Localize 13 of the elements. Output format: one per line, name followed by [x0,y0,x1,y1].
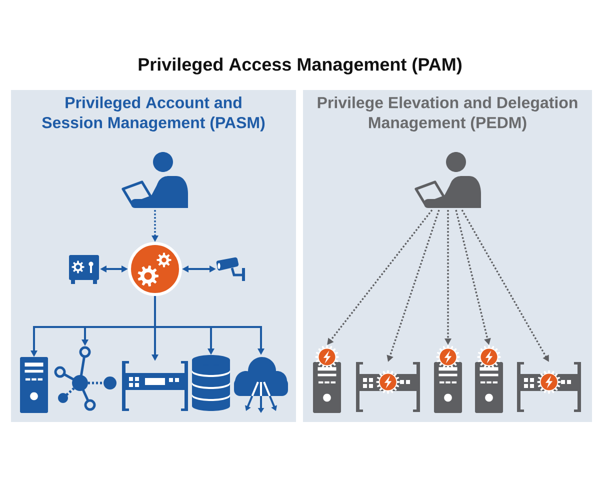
server-icon [434,345,462,413]
rack-icon [356,362,420,412]
server-icon [475,345,503,413]
person-icon [122,152,188,208]
rack-icon [122,361,188,411]
server-icon [313,345,341,413]
title: Privileged Access Management (PAM) [138,58,462,74]
person-icon [414,152,481,208]
safe-icon [69,255,99,284]
rack-icon [517,362,581,412]
camera-icon [216,257,245,281]
network-icon [54,346,116,411]
gear-circle [128,242,182,296]
